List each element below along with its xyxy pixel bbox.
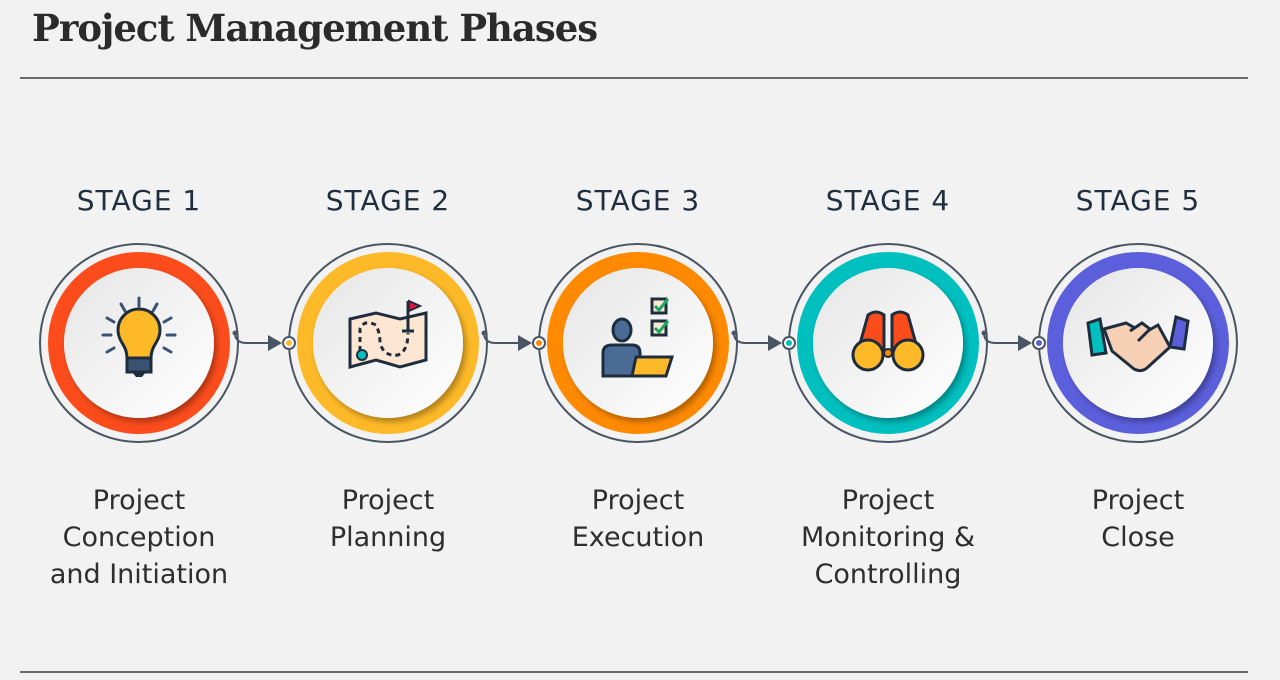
top-divider bbox=[20, 77, 1248, 79]
stage-description-line: Close bbox=[1101, 522, 1175, 553]
stage-label: STAGE 4 bbox=[825, 184, 951, 217]
stage-inner-disc bbox=[563, 268, 713, 418]
connector-node-dot bbox=[536, 340, 542, 346]
stage-description-line: Controlling bbox=[814, 559, 962, 590]
stage-description-line: and Initiation bbox=[49, 559, 229, 590]
connector-arrow bbox=[733, 332, 782, 351]
stage-label: STAGE 5 bbox=[1075, 184, 1201, 217]
person-checklist-icon bbox=[601, 297, 675, 378]
stage-label: STAGE 1 bbox=[76, 184, 202, 217]
bottom-divider bbox=[20, 671, 1248, 673]
binoculars-icon bbox=[851, 310, 925, 372]
stage-label: STAGE 3 bbox=[575, 184, 701, 217]
stage-color-ring bbox=[547, 252, 729, 434]
stage-description-line: Execution bbox=[571, 522, 705, 553]
stage-description-line: Project bbox=[92, 485, 186, 516]
page-title: Project Management Phases bbox=[32, 6, 598, 50]
connector-arrow bbox=[234, 332, 282, 351]
stage-color-ring bbox=[48, 252, 230, 434]
connector-node-dot bbox=[1036, 340, 1042, 346]
lightbulb-icon bbox=[101, 296, 177, 377]
connector-arrow bbox=[983, 332, 1032, 351]
stage-inner-disc bbox=[813, 268, 963, 418]
map-icon bbox=[348, 299, 428, 369]
stage-label: STAGE 2 bbox=[325, 184, 451, 217]
stage-color-ring bbox=[297, 252, 479, 434]
stage-description-line: Conception bbox=[62, 522, 216, 553]
connector-node-dot bbox=[286, 340, 292, 346]
stage-description-line: Project bbox=[1091, 485, 1185, 516]
stage-description-line: Planning bbox=[329, 522, 447, 553]
stage-color-ring bbox=[797, 252, 979, 434]
handshake-icon bbox=[1086, 315, 1190, 373]
connector-node-dot bbox=[786, 340, 792, 346]
outer-ring bbox=[39, 243, 239, 443]
stage-color-ring bbox=[1047, 252, 1229, 434]
stage-description-line: Project bbox=[591, 485, 685, 516]
stage-description-line: Project bbox=[341, 485, 435, 516]
connector-arrow bbox=[483, 332, 532, 351]
stage-description-line: Monitoring & bbox=[800, 522, 976, 553]
stage-description-line: Project bbox=[841, 485, 935, 516]
